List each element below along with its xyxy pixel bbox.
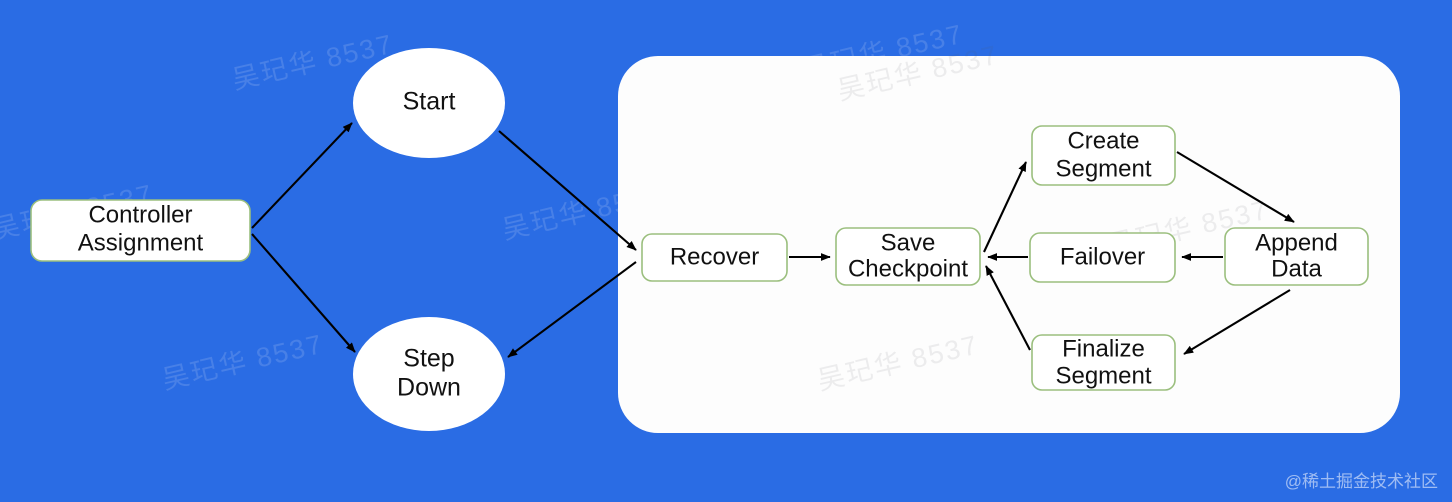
save-checkpoint-label-line-1: Save <box>881 229 936 256</box>
node-failover[interactable]: Failover <box>1029 232 1176 283</box>
save-checkpoint-box[interactable] <box>835 227 981 286</box>
node-append-data[interactable]: Append Data <box>1224 227 1369 286</box>
node-controller-assignment[interactable]: Controller Assignment <box>30 199 251 262</box>
recover-label: Recover <box>670 243 759 270</box>
node-save-checkpoint[interactable]: Save Checkpoint <box>835 227 981 286</box>
credit-watermark: @稀土掘金技术社区 <box>1284 472 1438 491</box>
edge-controller-assignment-to-start <box>251 122 353 229</box>
edge-save-checkpoint-to-create-segment <box>983 161 1027 253</box>
recover-box[interactable] <box>641 233 788 282</box>
append-data-label-line-2: Data <box>1271 255 1322 282</box>
node-create-segment[interactable]: Create Segment <box>1031 125 1176 186</box>
node-recover[interactable]: Recover <box>641 233 788 282</box>
node-step-down[interactable]: Step Down <box>353 317 505 431</box>
finalize-segment-label-line-1: Finalize <box>1062 335 1145 362</box>
failover-label: Failover <box>1060 243 1145 270</box>
start-label: Start <box>403 88 456 116</box>
step-down-label-line-2: Down <box>397 374 461 402</box>
create-segment-label-line-1: Create <box>1067 127 1139 154</box>
failover-box[interactable] <box>1029 232 1176 283</box>
append-data-label-line-1: Append <box>1255 229 1338 256</box>
step-down-label-line-1: Step <box>403 345 454 373</box>
node-finalize-segment[interactable]: Finalize Segment <box>1031 334 1176 391</box>
create-segment-label-line-2: Segment <box>1055 155 1151 182</box>
create-segment-box[interactable] <box>1031 125 1176 186</box>
edge-start-to-recover <box>498 130 637 251</box>
start-ellipse[interactable] <box>353 48 505 158</box>
finalize-segment-label-line-2: Segment <box>1055 362 1151 389</box>
controller-assignment-box[interactable] <box>30 199 251 262</box>
save-checkpoint-label-line-2: Checkpoint <box>848 255 968 282</box>
edge-finalize-segment-to-save-checkpoint <box>985 265 1031 351</box>
edge-recover-to-step-down <box>507 261 637 358</box>
controller-assignment-label-line-1: Controller <box>88 201 192 228</box>
append-data-box[interactable] <box>1224 227 1369 286</box>
node-start[interactable]: Start <box>353 48 505 158</box>
panel-background <box>618 56 1400 433</box>
controller-assignment-label-line-2: Assignment <box>78 229 204 256</box>
step-down-ellipse[interactable] <box>353 317 505 431</box>
edge-create-segment-to-append-data <box>1176 151 1295 223</box>
edges-layer <box>251 122 1295 358</box>
finalize-segment-box[interactable] <box>1031 334 1176 391</box>
edge-controller-assignment-to-step-down <box>251 233 356 353</box>
edge-append-data-to-finalize-segment <box>1183 289 1291 355</box>
